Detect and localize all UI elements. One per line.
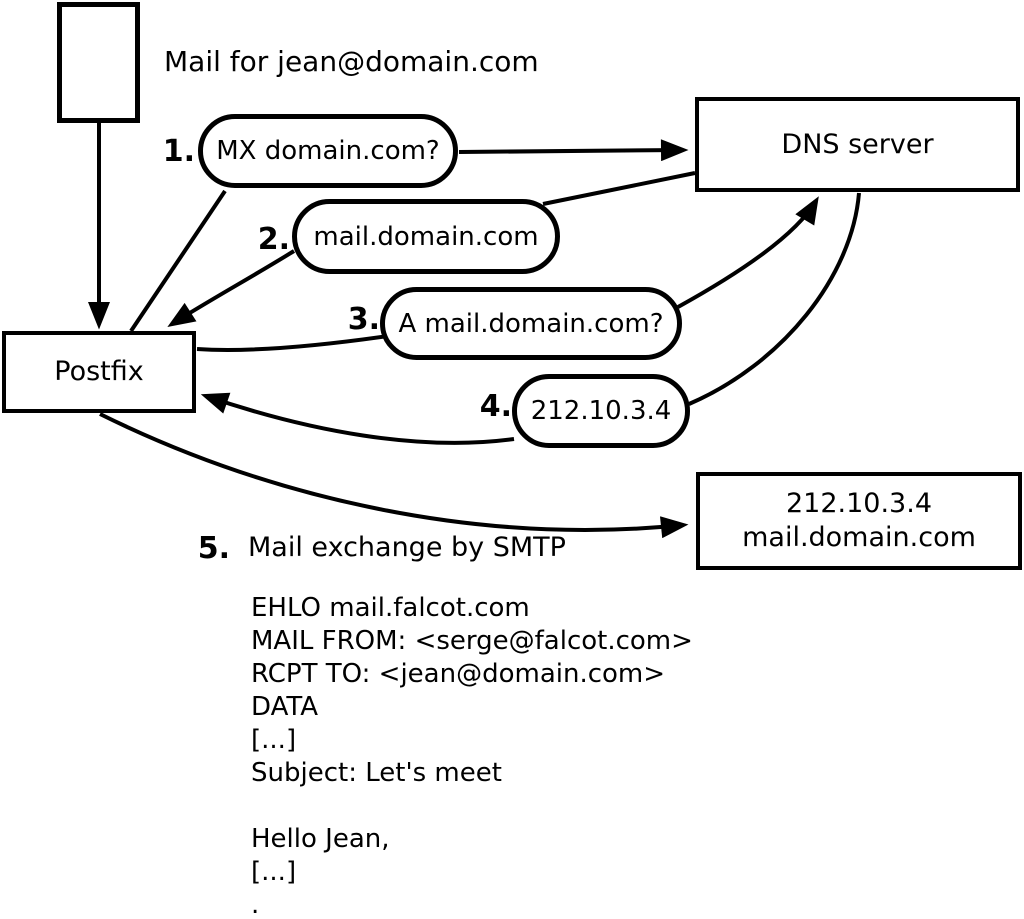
mail-envelope-icon	[57, 2, 140, 123]
smtp-transcript: EHLO mail.falcot.com MAIL FROM: <serge@f…	[251, 592, 693, 919]
dns-server-node: DNS server	[695, 97, 1020, 192]
line-dns-to-reply2	[542, 171, 696, 206]
mail-server-node: 212.10.3.4 mail.domain.com	[696, 472, 1022, 570]
step-5-label: Mail exchange by SMTP	[248, 532, 566, 563]
arrow-reply2-to-postfix	[167, 249, 296, 327]
step-number-5: 5.	[197, 531, 230, 566]
smtp-line-blank	[251, 790, 693, 823]
query-pill-a: A mail.domain.com?	[380, 287, 682, 360]
step-number-4: 4.	[479, 389, 512, 424]
line-postfix-to-query1	[129, 189, 227, 333]
reply-pill-mx: mail.domain.com	[292, 199, 560, 274]
dns-server-label: DNS server	[781, 128, 934, 160]
smtp-line-end-dot: .	[251, 890, 260, 919]
reply-pill-ip: 212.10.3.4	[512, 374, 690, 448]
arrow-reply4-to-postfix	[200, 392, 515, 445]
step-number-1: 1.	[162, 134, 195, 169]
smtp-line-ellipsis-1: [...]	[251, 725, 297, 755]
reply-pill-ip-label: 212.10.3.4	[530, 396, 672, 426]
smtp-line-subject: Subject: Let's meet	[251, 758, 502, 788]
line-dns-to-reply4	[688, 192, 861, 406]
postfix-label: Postfix	[54, 356, 144, 387]
reply-pill-mx-label: mail.domain.com	[313, 221, 539, 252]
arrow-query3-to-dns	[677, 196, 819, 309]
query-pill-mx-label: MX domain.com?	[216, 136, 440, 166]
smtp-line-mail-from: MAIL FROM: <serge@falcot.com>	[251, 626, 693, 656]
smtp-line-ellipsis-2: [...]	[251, 857, 297, 887]
smtp-line-ehlo: EHLO mail.falcot.com	[251, 593, 530, 623]
smtp-line-hello: Hello Jean,	[251, 824, 390, 854]
query-pill-mx: MX domain.com?	[198, 114, 458, 188]
diagram-title: Mail for jean@domain.com	[164, 45, 539, 78]
step-number-2: 2.	[257, 222, 290, 257]
query-pill-a-label: A mail.domain.com?	[398, 308, 664, 339]
line-postfix-to-query3	[196, 334, 389, 352]
smtp-line-rcpt-to: RCPT TO: <jean@domain.com>	[251, 659, 666, 689]
arrow-query1-to-dns	[458, 139, 689, 162]
mail-server-hostname: mail.domain.com	[742, 522, 976, 553]
smtp-line-data: DATA	[251, 692, 318, 722]
postfix-node: Postfix	[2, 331, 196, 413]
mail-server-ip: 212.10.3.4	[786, 488, 932, 519]
step-number-3: 3.	[347, 302, 380, 337]
